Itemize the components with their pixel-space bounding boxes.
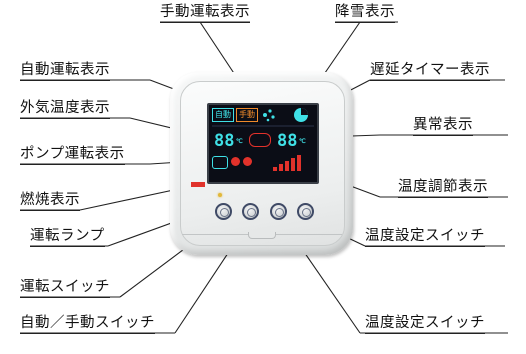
run-lamp-indicator bbox=[218, 193, 222, 197]
temp-level-bars bbox=[273, 155, 301, 171]
snow-timer-icon bbox=[263, 108, 308, 122]
label-pump-display: ポンプ運転表示 bbox=[20, 145, 125, 165]
label-error-display: 異常表示 bbox=[413, 116, 473, 136]
label-auto-manual-switch: 自動／手動スイッチ bbox=[20, 314, 155, 334]
label-delay-timer-display: 遅延タイマー表示 bbox=[370, 61, 490, 81]
label-temp-set-switch-1: 温度設定スイッチ bbox=[365, 227, 485, 247]
set-temp-unit: ℃ bbox=[299, 138, 306, 145]
label-combustion-display: 燃焼表示 bbox=[20, 191, 80, 211]
error-icon bbox=[249, 133, 271, 147]
combustion-flame-icon-2 bbox=[243, 157, 252, 166]
temp-up-switch-button[interactable] bbox=[297, 203, 314, 220]
label-run-switch: 運転スイッチ bbox=[20, 278, 110, 298]
label-manual-display: 手動運転表示 bbox=[160, 3, 250, 23]
combustion-flame-icon bbox=[231, 157, 240, 166]
manual-indicator: 手動 bbox=[236, 108, 258, 122]
label-temp-adjust-display: 温度調節表示 bbox=[398, 178, 488, 198]
outdoor-temp-digits: 88 bbox=[214, 131, 235, 151]
auto-manual-switch-button[interactable] bbox=[242, 203, 259, 220]
label-outdoor-temp-display: 外気温度表示 bbox=[20, 99, 110, 119]
auto-indicator: 自動 bbox=[212, 108, 234, 122]
label-run-lamp: 運転ランプ bbox=[30, 227, 105, 247]
cover-tab[interactable] bbox=[248, 232, 276, 239]
set-temp-digits: 88 bbox=[277, 131, 298, 151]
outdoor-temp-unit: ℃ bbox=[236, 138, 243, 145]
pump-icon bbox=[212, 156, 228, 169]
lcd-screen: 自動 手動 88 ℃ 88 ℃ bbox=[207, 103, 319, 184]
temp-down-switch-button[interactable] bbox=[270, 203, 287, 220]
combustion-lamp-icon bbox=[191, 182, 205, 187]
label-snow-display: 降雪表示 bbox=[335, 3, 395, 23]
run-switch-button[interactable] bbox=[215, 203, 232, 220]
controller-device: 自動 手動 88 ℃ 88 ℃ bbox=[170, 72, 353, 255]
label-temp-set-switch-2: 温度設定スイッチ bbox=[365, 314, 485, 334]
label-auto-display: 自動運転表示 bbox=[20, 61, 110, 81]
